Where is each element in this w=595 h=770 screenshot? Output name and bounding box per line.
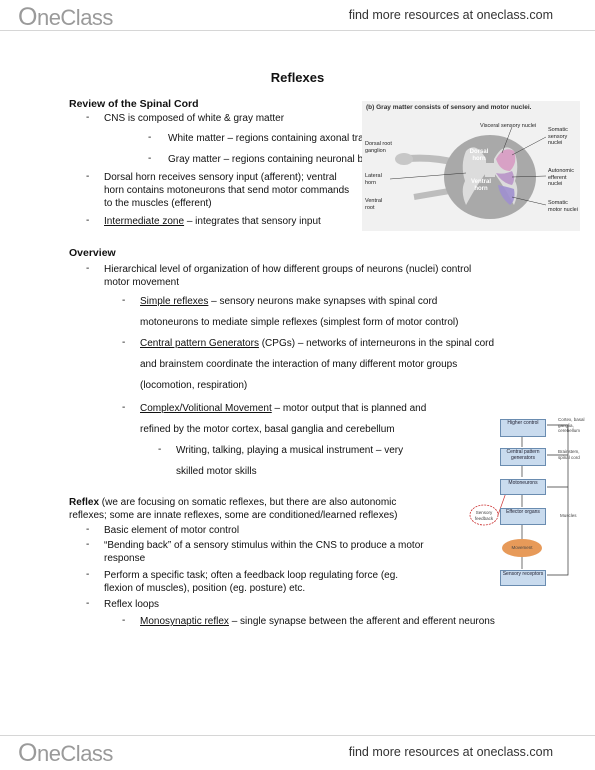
overview-complex: Complex/Volitional Movement – motor outp… xyxy=(140,403,427,414)
label-brainstem: Brainstem, spinal cord xyxy=(558,449,580,460)
header-brand-text: neClass xyxy=(36,5,113,30)
label-movement: Movement xyxy=(511,545,533,550)
review-sub-white: White matter – regions containing axonal… xyxy=(168,133,377,144)
review-bullet-3: Intermediate zone – integrates that sens… xyxy=(104,216,321,227)
page-title: Reflexes xyxy=(270,70,325,85)
label-lateral-horn: Lateral horn xyxy=(365,173,382,186)
label-autonomic-efferent: Autonomic efferent nuclei xyxy=(548,168,574,187)
reflex-bullet-1: Basic element of motor control xyxy=(104,525,240,536)
box-sensory-receptors: Sensory receptors xyxy=(500,570,546,586)
footer-divider xyxy=(0,735,595,736)
overview-simple-reflexes-line-2: motoneurons to mediate simple reflexes (… xyxy=(140,317,459,328)
motor-hierarchy-figure: Higher control Central pattern generator… xyxy=(462,415,588,587)
bullet-dash: - xyxy=(86,569,90,580)
review-heading: Review of the Spinal Cord xyxy=(69,98,199,110)
figure-caption: (b) Gray matter consists of sensory and … xyxy=(366,104,532,111)
term-monosynaptic-reflex: Monosynaptic reflex xyxy=(140,616,229,627)
spinal-cord-figure: (b) Gray matter consists of sensory and … xyxy=(362,101,580,231)
reflex-bullet-2-line-2: response xyxy=(104,553,146,564)
bullet-dash: - xyxy=(148,132,152,143)
reflex-bullet-2-line-1: “Bending back” of a sensory stimulus wit… xyxy=(104,540,424,551)
hierarchy-arrows xyxy=(469,424,569,576)
review-bullet-2-line-3: to the muscles (efferent) xyxy=(104,198,212,209)
label-somatic-sensory: Somatic sensory nuclei xyxy=(548,127,568,146)
term-complex-volitional: Complex/Volitional Movement xyxy=(140,403,272,414)
label-dorsal-horn: Dorsal horn xyxy=(469,149,489,162)
bullet-dash: - xyxy=(86,112,90,123)
box-cpg: Central pattern generators xyxy=(500,448,546,466)
header-logo[interactable]: OneClass xyxy=(18,3,113,31)
bullet-dash: - xyxy=(86,171,90,182)
label-visceral-sensory: Visceral sensory nuclei xyxy=(480,123,537,129)
reflex-bullet-4: Reflex loops xyxy=(104,599,160,610)
review-bullet-2-line-2: horn contains motoneurons that send moto… xyxy=(104,185,350,196)
reflex-monosynaptic: Monosynaptic reflex – single synapse bet… xyxy=(140,616,495,627)
bullet-dash: - xyxy=(122,615,126,626)
box-effector-organs: Effector organs xyxy=(500,508,546,525)
overview-complex-line-2: refined by the motor cortex, basal gangl… xyxy=(140,424,395,435)
label-ventral-root: Ventral root xyxy=(365,198,383,211)
bullet-dash: - xyxy=(86,263,90,274)
label-somatic-motor: Somatic motor nuclei xyxy=(548,200,578,213)
overview-complex-sub-line-2: skilled motor skills xyxy=(176,466,257,477)
bullet-dash: - xyxy=(122,337,126,348)
label-muscles: Muscles xyxy=(560,513,577,518)
review-bullet-1: CNS is composed of white & gray matter xyxy=(104,113,285,124)
footer-resources-link[interactable]: find more resources at oneclass.com xyxy=(348,745,553,759)
box-motoneurons: Motoneurons xyxy=(500,479,546,495)
overview-simple-reflexes: Simple reflexes – sensory neurons make s… xyxy=(140,296,438,307)
reflex-intro-line-2: reflexes; some are innate reflexes, some… xyxy=(69,510,398,521)
bullet-dash: - xyxy=(122,402,126,413)
footer-logo[interactable]: OneClass xyxy=(18,739,113,767)
overview-bullet-1-line-1: Hierarchical level of organization of ho… xyxy=(104,264,472,275)
label-cortex: Cortex, basal ganglia, cerebellum xyxy=(558,417,585,433)
reflex-bullet-3-line-2: flexion of muscles), position (eg. postu… xyxy=(104,583,306,594)
term-simple-reflexes: Simple reflexes xyxy=(140,296,209,307)
overview-cpg-line-3: (locomotion, respiration) xyxy=(140,380,248,391)
bullet-dash: - xyxy=(86,215,90,226)
review-bullet-2-line-1: Dorsal horn receives sensory input (affe… xyxy=(104,172,337,183)
footer-brand-text: neClass xyxy=(36,741,113,766)
spinal-cord-illustration xyxy=(389,126,547,219)
reflex-intro: Reflex (we are focusing on somatic refle… xyxy=(69,497,397,508)
reflex-bullet-3-line-1: Perform a specific task; often a feedbac… xyxy=(104,570,399,581)
bullet-dash: - xyxy=(148,153,152,164)
overview-heading: Overview xyxy=(69,247,116,259)
bullet-dash: - xyxy=(86,598,90,609)
overview-cpg: Central pattern Generators (CPGs) – netw… xyxy=(140,338,495,349)
header-divider xyxy=(0,30,595,31)
overview-bullet-1-line-2: motor movement xyxy=(104,277,180,288)
overview-complex-sub-line-1: Writing, talking, playing a musical inst… xyxy=(176,445,404,456)
bullet-dash: - xyxy=(86,539,90,550)
overview-cpg-line-2: and brainstem coordinate the interaction… xyxy=(140,359,458,370)
term-cpg: Central pattern Generators xyxy=(140,338,259,349)
bullet-dash: - xyxy=(158,444,162,455)
box-higher-control: Higher control xyxy=(500,419,546,437)
label-ventral-horn: Ventral horn xyxy=(470,179,491,192)
bullet-dash: - xyxy=(86,524,90,535)
review-sub-gray: Gray matter – regions containing neurona… xyxy=(168,154,388,165)
label-sensory-feedback: Sensory feedback xyxy=(474,510,494,521)
reflex-heading: Reflex xyxy=(69,497,100,508)
term-intermediate-zone: Intermediate zone xyxy=(104,216,185,227)
bullet-dash: - xyxy=(122,295,126,306)
header-resources-link[interactable]: find more resources at oneclass.com xyxy=(348,8,553,22)
label-dorsal-root-ganglion: Dorsal root ganglion xyxy=(365,141,392,154)
